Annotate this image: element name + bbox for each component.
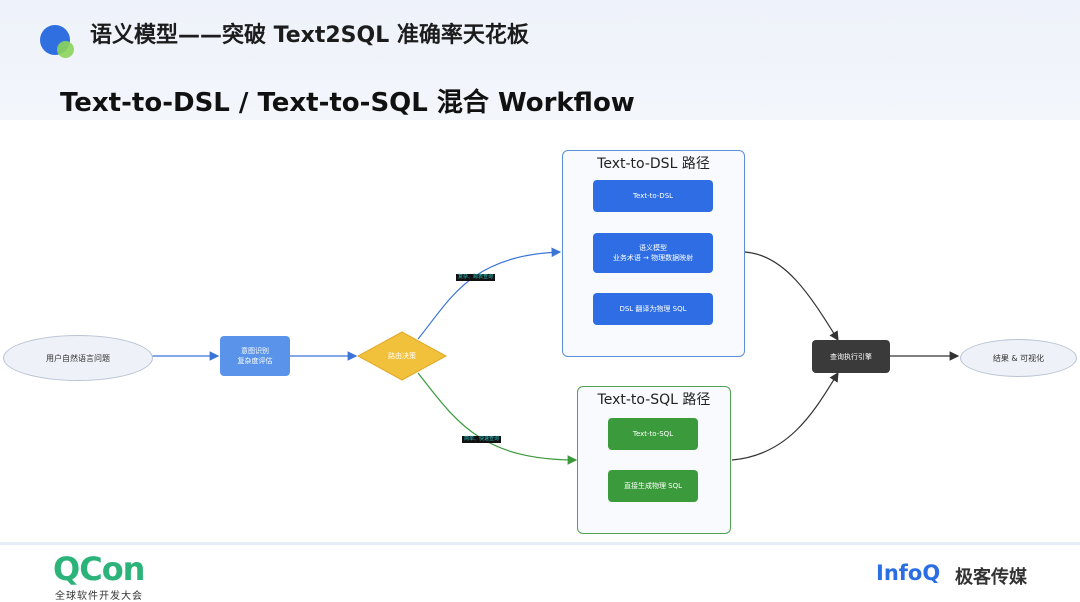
- sql-path-group: Text-to-SQL 路径: [577, 386, 731, 534]
- infoq-brand-name: 极客传媒: [955, 567, 1027, 588]
- slide-header: 语义模型——突破 Text2SQL 准确率天花板 Text-to-DSL / T…: [0, 0, 1080, 120]
- diagram-connectors: [152, 213, 960, 470]
- slide-title: Text-to-DSL / Text-to-SQL 混合 Workflow: [60, 88, 635, 118]
- section-title: 语义模型——突破 Text2SQL 准确率天花板: [90, 23, 529, 48]
- workflow-diagram: 用户自然语言问题 意图识别 复杂度评估 路由决策 复杂、跨表查询 简单、快速查询…: [0, 120, 1080, 542]
- output-result-node: 结果 & 可视化: [960, 339, 1077, 377]
- intent-recognition-node: 意图识别 复杂度评估: [220, 336, 290, 376]
- dsl-to-sql-node: DSL 翻译为物理 SQL: [593, 293, 713, 325]
- footer-divider: [0, 542, 1080, 545]
- router-decision-label: 路由决策: [388, 352, 416, 360]
- qcon-subtitle: 全球软件开发大会: [55, 591, 143, 602]
- slide-footer: QCon 全球软件开发大会 InfoQ 极客传媒: [0, 542, 1080, 602]
- sql-path-title: Text-to-SQL 路径: [597, 392, 711, 408]
- semantic-model-node: 语义模型 业务术语 → 物理数据映射: [593, 233, 713, 273]
- edge-sql-engine: [731, 371, 839, 461]
- infoq-logo: InfoQ: [876, 561, 941, 585]
- edge-router-dsl: [417, 247, 562, 340]
- dsl-path-title: Text-to-DSL 路径: [597, 156, 710, 172]
- input-question-node: 用户自然语言问题: [3, 335, 153, 381]
- text-to-sql-node: Text-to-SQL: [608, 418, 698, 450]
- query-engine-node: 查询执行引擎: [812, 340, 890, 373]
- edge-label-sql: 简单、快速查询: [462, 436, 502, 443]
- edge-router-sql: [417, 372, 578, 465]
- brand-dot-accent-icon: [57, 41, 74, 58]
- edge-dsl-engine: [744, 251, 839, 342]
- edge-label-dsl: 复杂、跨表查询: [456, 274, 496, 281]
- qcon-logo: QCon: [53, 550, 145, 588]
- direct-sql-node: 直接生成物理 SQL: [608, 470, 698, 502]
- router-diamond-shape: [356, 331, 448, 381]
- text-to-dsl-node: Text-to-DSL: [593, 180, 713, 212]
